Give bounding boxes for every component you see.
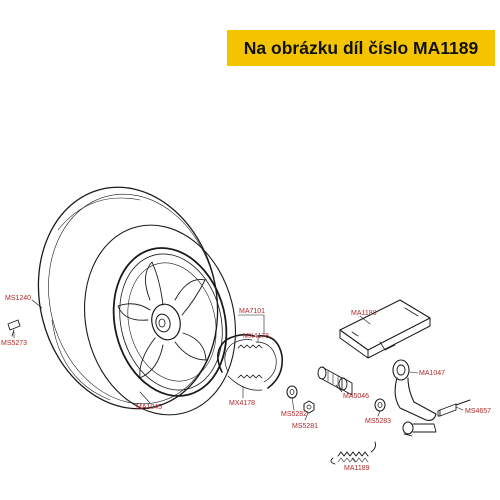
- brake-shoes: [217, 333, 284, 391]
- label-ms1240: MS1240: [5, 295, 31, 302]
- label-ms5281: MS5281: [292, 423, 318, 430]
- leader-lines: [13, 299, 464, 463]
- label-ma1188: MA1188: [351, 310, 377, 317]
- nut-ms5281: [303, 400, 315, 414]
- label-ms5282: MS5282: [281, 411, 307, 418]
- label-ma7101: MA7101: [239, 308, 265, 315]
- bolt-ms4657: [437, 399, 471, 417]
- label-ms4657: MS4657: [465, 408, 491, 415]
- part-labels: MS1240 MS5273 MA1045 MA7101 MX4178 MX417…: [1, 295, 491, 472]
- tire: [37, 186, 237, 416]
- washer-ms5282: [286, 385, 298, 399]
- label-ma1189: MA1189: [344, 465, 370, 472]
- label-mx4178-bottom: MX4178: [229, 400, 255, 407]
- label-ma1045: MA1045: [136, 404, 162, 411]
- banner-text: Na obrázku díl číslo MA1189: [243, 37, 479, 58]
- label-mx4178-top: MX4178: [243, 333, 269, 340]
- label-ms5273: MS5273: [1, 340, 27, 347]
- part-number-banner: Na obrázku díl číslo MA1189: [227, 30, 495, 66]
- bracket-ma1188: [339, 299, 431, 359]
- cam-shaft: [317, 366, 353, 396]
- spring-ma1189: [330, 441, 376, 465]
- brake-arm: [392, 359, 437, 437]
- washer-ms5283: [374, 398, 386, 412]
- label-ms5283: MS5283: [365, 418, 391, 425]
- clip-ms5273: [7, 319, 21, 337]
- label-ma1047: MA1047: [419, 370, 445, 377]
- label-ma5046: MA5046: [343, 393, 369, 400]
- rim: [112, 247, 228, 397]
